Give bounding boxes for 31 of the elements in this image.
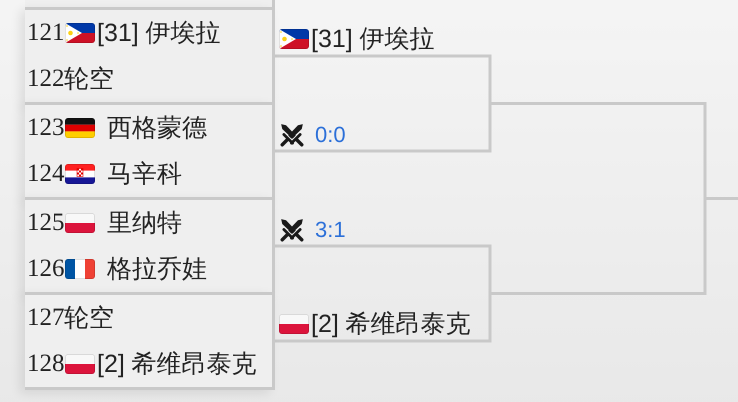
draw-number: 125 bbox=[27, 208, 64, 238]
draw-number: 123 bbox=[27, 113, 64, 143]
player-name: 里纳特 bbox=[107, 208, 182, 238]
draw-number: 127 bbox=[27, 303, 64, 333]
draw-number: 124 bbox=[27, 159, 64, 189]
match-box bbox=[25, 102, 275, 200]
bracket-line bbox=[705, 197, 738, 200]
player-name: [2] 希维昂泰克 bbox=[97, 349, 257, 379]
match-box bbox=[25, 197, 275, 295]
match-box bbox=[25, 7, 275, 105]
draw-number: 126 bbox=[27, 254, 64, 284]
bracket-line bbox=[275, 104, 492, 152]
edge-label: 3:1 bbox=[315, 217, 346, 243]
bracket-line bbox=[275, 294, 492, 342]
bracket-line bbox=[490, 102, 706, 198]
bracket-line bbox=[275, 244, 492, 294]
player-name: 轮空 bbox=[64, 303, 114, 333]
player-name: [31] 伊埃拉 bbox=[97, 18, 221, 48]
bracket-line bbox=[275, 54, 492, 104]
player-name: 西格蒙德 bbox=[107, 113, 207, 143]
draw-number: 122 bbox=[27, 64, 64, 94]
player-name: 轮空 bbox=[64, 64, 114, 94]
draw-number: 121 bbox=[27, 18, 64, 48]
player-name: 格拉乔娃 bbox=[107, 254, 207, 284]
match-box bbox=[25, 292, 275, 390]
edge-label: [31] 伊埃拉 bbox=[311, 26, 435, 52]
player-name: 马辛科 bbox=[107, 159, 182, 189]
bracket-line bbox=[490, 198, 706, 295]
edge-label: [2] 希维昂泰克 bbox=[311, 311, 471, 337]
draw-number: 128 bbox=[27, 349, 64, 379]
edge-label: 0:0 bbox=[315, 122, 346, 148]
